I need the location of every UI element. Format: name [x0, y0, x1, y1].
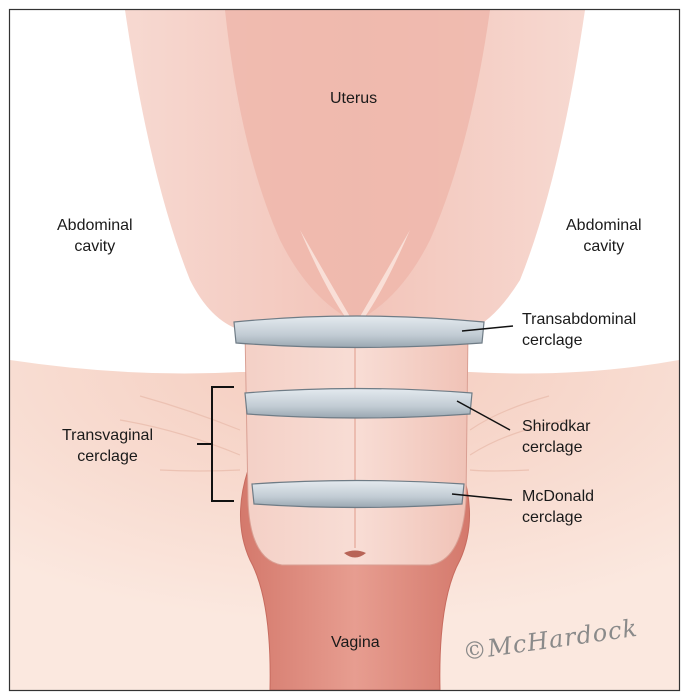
- label-abdominal-cavity-right: Abdominal cavity: [566, 215, 642, 257]
- cervix: [245, 330, 468, 565]
- transabdominal-band: [234, 316, 484, 348]
- label-line-2: cerclage: [522, 437, 590, 458]
- label-line-2: cerclage: [522, 507, 594, 528]
- label-line-1: Transvaginal: [62, 425, 153, 446]
- label-shirodkar-cerclage: Shirodkar cerclage: [522, 416, 590, 458]
- mcdonald-band: [252, 481, 464, 508]
- label-transvaginal-cerclage: Transvaginal cerclage: [62, 425, 153, 467]
- label-line-1: Shirodkar: [522, 416, 590, 437]
- label-line-1: Abdominal: [566, 215, 642, 236]
- label-line-1: Transabdominal: [522, 309, 636, 330]
- label-abdominal-cavity-left: Abdominal cavity: [57, 215, 133, 257]
- label-line-1: McDonald: [522, 486, 594, 507]
- label-line-2: cavity: [57, 236, 133, 257]
- label-line-2: cerclage: [62, 446, 153, 467]
- label-mcdonald-cerclage: McDonald cerclage: [522, 486, 594, 528]
- label-line-1: Abdominal: [57, 215, 133, 236]
- label-line-2: cavity: [566, 236, 642, 257]
- label-vagina: Vagina: [331, 632, 380, 653]
- label-transabdominal-cerclage: Transabdominal cerclage: [522, 309, 636, 351]
- label-uterus: Uterus: [330, 88, 377, 109]
- shirodkar-band: [245, 389, 472, 419]
- label-line-2: cerclage: [522, 330, 636, 351]
